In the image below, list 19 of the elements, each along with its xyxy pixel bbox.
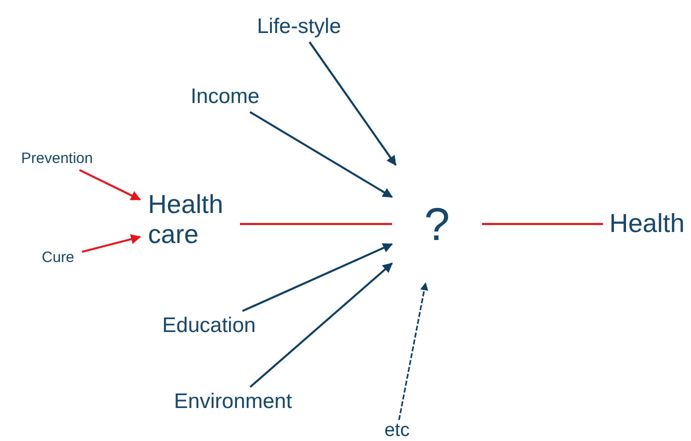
connector-line bbox=[240, 223, 392, 225]
question-mark-label: ? bbox=[424, 198, 450, 250]
factor-label: etc bbox=[384, 420, 410, 441]
arrow bbox=[398, 282, 428, 420]
factor-label: Education bbox=[162, 314, 256, 338]
factor-label: Life-style bbox=[256, 14, 342, 40]
factor-label: Environment bbox=[174, 390, 292, 414]
arrow bbox=[79, 169, 141, 200]
factor-label: Health care bbox=[148, 190, 224, 250]
outcome-label: Health bbox=[609, 209, 685, 239]
arrow bbox=[249, 111, 393, 198]
arrow bbox=[308, 41, 397, 166]
connector-line bbox=[482, 223, 603, 225]
arrow bbox=[250, 262, 393, 388]
arrow bbox=[82, 234, 141, 253]
arrow bbox=[242, 243, 393, 312]
factor-label: Prevention bbox=[21, 150, 93, 168]
factor-label: Income bbox=[190, 84, 260, 110]
factor-label: Cure bbox=[42, 249, 74, 267]
